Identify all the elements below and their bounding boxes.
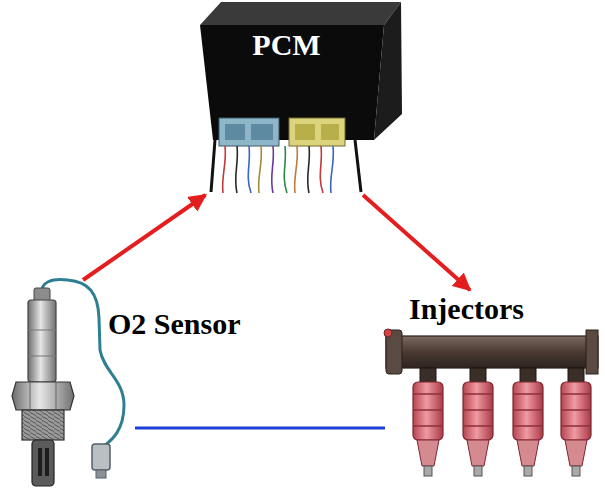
injectors-node: Injectors — [385, 290, 600, 485]
injector-illustration — [413, 368, 591, 476]
pcm-box: PCM — [195, 0, 405, 195]
node-label: Injectors — [409, 292, 605, 325]
signal-arrow — [83, 195, 206, 280]
injector-body — [561, 368, 591, 476]
node-label: PCM — [195, 28, 378, 61]
injector-body — [413, 368, 443, 476]
node-label: O2 Sensor — [108, 307, 238, 340]
o2-sensor-node: O2 Sensor — [5, 280, 135, 488]
signal-arrow — [363, 195, 470, 290]
injector-body — [513, 368, 543, 476]
injector-body — [463, 368, 493, 476]
signal-line — [135, 427, 385, 430]
fuel-rail-illustration — [384, 329, 598, 374]
o2-sensor-illustration — [12, 280, 124, 486]
